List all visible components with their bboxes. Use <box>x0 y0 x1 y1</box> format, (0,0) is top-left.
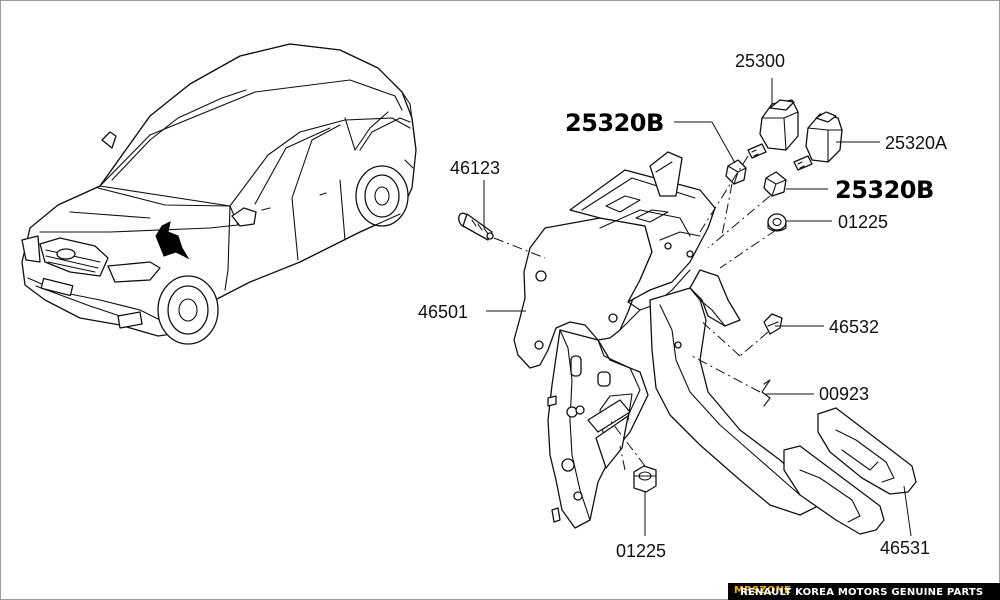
label-46123: 46123 <box>450 158 500 178</box>
label-01225-top: 01225 <box>838 212 888 232</box>
switch-25300 <box>747 99 799 159</box>
pin-00923 <box>761 379 771 407</box>
clip-46532 <box>763 313 783 335</box>
pedal-plate <box>547 329 649 529</box>
bolt-46123 <box>458 212 494 241</box>
footer-source: RENAULT KOREA MOTORS GENUINE PARTS <box>740 587 984 598</box>
car-illustration <box>21 43 417 345</box>
leader-lines <box>483 78 912 537</box>
label-00923: 00923 <box>819 384 869 404</box>
clip-25320B-right <box>763 171 787 197</box>
label-25320A: 25320A <box>885 133 947 153</box>
label-01225-bottom: 01225 <box>616 541 666 561</box>
nut-01225-bottom <box>633 465 657 493</box>
label-46532: 46532 <box>829 317 879 337</box>
footer-text: RENAULT KOREA MOTORS GENUINE PARTS MRSZO… <box>734 585 983 598</box>
label-46531: 46531 <box>880 538 930 558</box>
pedal-bracket <box>513 151 716 369</box>
nut-01225-top <box>767 213 787 232</box>
switch-25320A <box>793 111 843 171</box>
label-25300: 25300 <box>735 51 785 71</box>
label-46501: 46501 <box>418 302 468 322</box>
clip-25320B-top <box>725 159 747 185</box>
footer-brand: MRSZONE <box>734 585 792 596</box>
brake-pedal <box>649 269 917 535</box>
label-25320B-top: 25320B <box>565 109 664 137</box>
assembly-lines <box>493 155 777 471</box>
footer-banner: RENAULT KOREA MOTORS GENUINE PARTS MRSZO… <box>728 583 1000 600</box>
part-labels: 25300 25320B 25320A 25320B 46123 01225 4… <box>418 51 947 561</box>
label-25320B-right: 25320B <box>835 176 934 204</box>
